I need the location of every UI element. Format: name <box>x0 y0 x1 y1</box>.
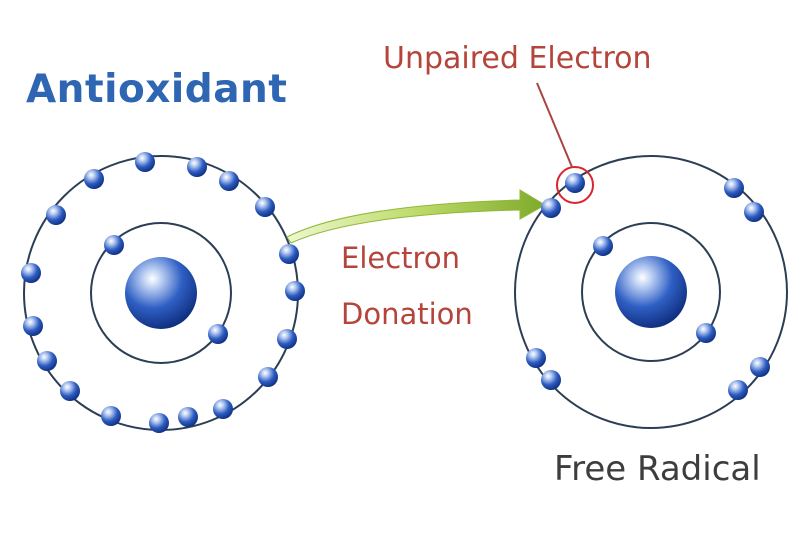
electron <box>593 236 613 256</box>
electron <box>255 197 275 217</box>
unpaired-electron-highlight-circle <box>556 166 594 204</box>
electron <box>219 171 239 191</box>
electron <box>526 348 546 368</box>
electron <box>21 263 41 283</box>
electron <box>149 413 169 433</box>
antioxidant-atom <box>21 152 305 433</box>
unpaired-electron-label: Unpaired Electron <box>383 41 652 76</box>
donation-arrow <box>286 189 546 244</box>
electron <box>750 357 770 377</box>
free-radical-label: Free Radical <box>554 449 761 489</box>
electron <box>135 152 155 172</box>
antioxidant-label: Antioxidant <box>26 67 288 112</box>
antioxidant-nucleus <box>125 257 197 329</box>
electron <box>213 399 233 419</box>
antioxidant-electrons <box>21 152 305 433</box>
electron-label: Electron <box>341 241 460 275</box>
free-radical-electrons <box>526 178 770 400</box>
free-radical-atom <box>514 82 788 429</box>
electron <box>541 198 561 218</box>
unpaired-electron <box>565 173 585 193</box>
electron <box>277 329 297 349</box>
electron <box>101 406 121 426</box>
electron <box>258 367 278 387</box>
electron <box>178 407 198 427</box>
donation-arrow-shaft <box>286 189 546 244</box>
electron <box>541 370 561 390</box>
electron <box>724 178 744 198</box>
free-radical-nucleus <box>615 256 687 328</box>
antioxidant-inner-orbit <box>90 222 232 364</box>
unpaired-electron-pointer-line <box>536 82 573 168</box>
electron <box>46 205 66 225</box>
electron <box>104 235 124 255</box>
electron <box>208 324 228 344</box>
electron <box>279 244 299 264</box>
electron <box>84 169 104 189</box>
electron <box>37 351 57 371</box>
electron <box>696 323 716 343</box>
electron <box>744 202 764 222</box>
free-radical-outer-orbit <box>514 155 788 429</box>
electron <box>187 157 207 177</box>
electron <box>728 380 748 400</box>
electron <box>60 381 80 401</box>
free-radical-inner-orbit <box>581 222 721 362</box>
electron <box>285 281 305 301</box>
electron <box>23 316 43 336</box>
donation-label: Donation <box>341 297 473 331</box>
